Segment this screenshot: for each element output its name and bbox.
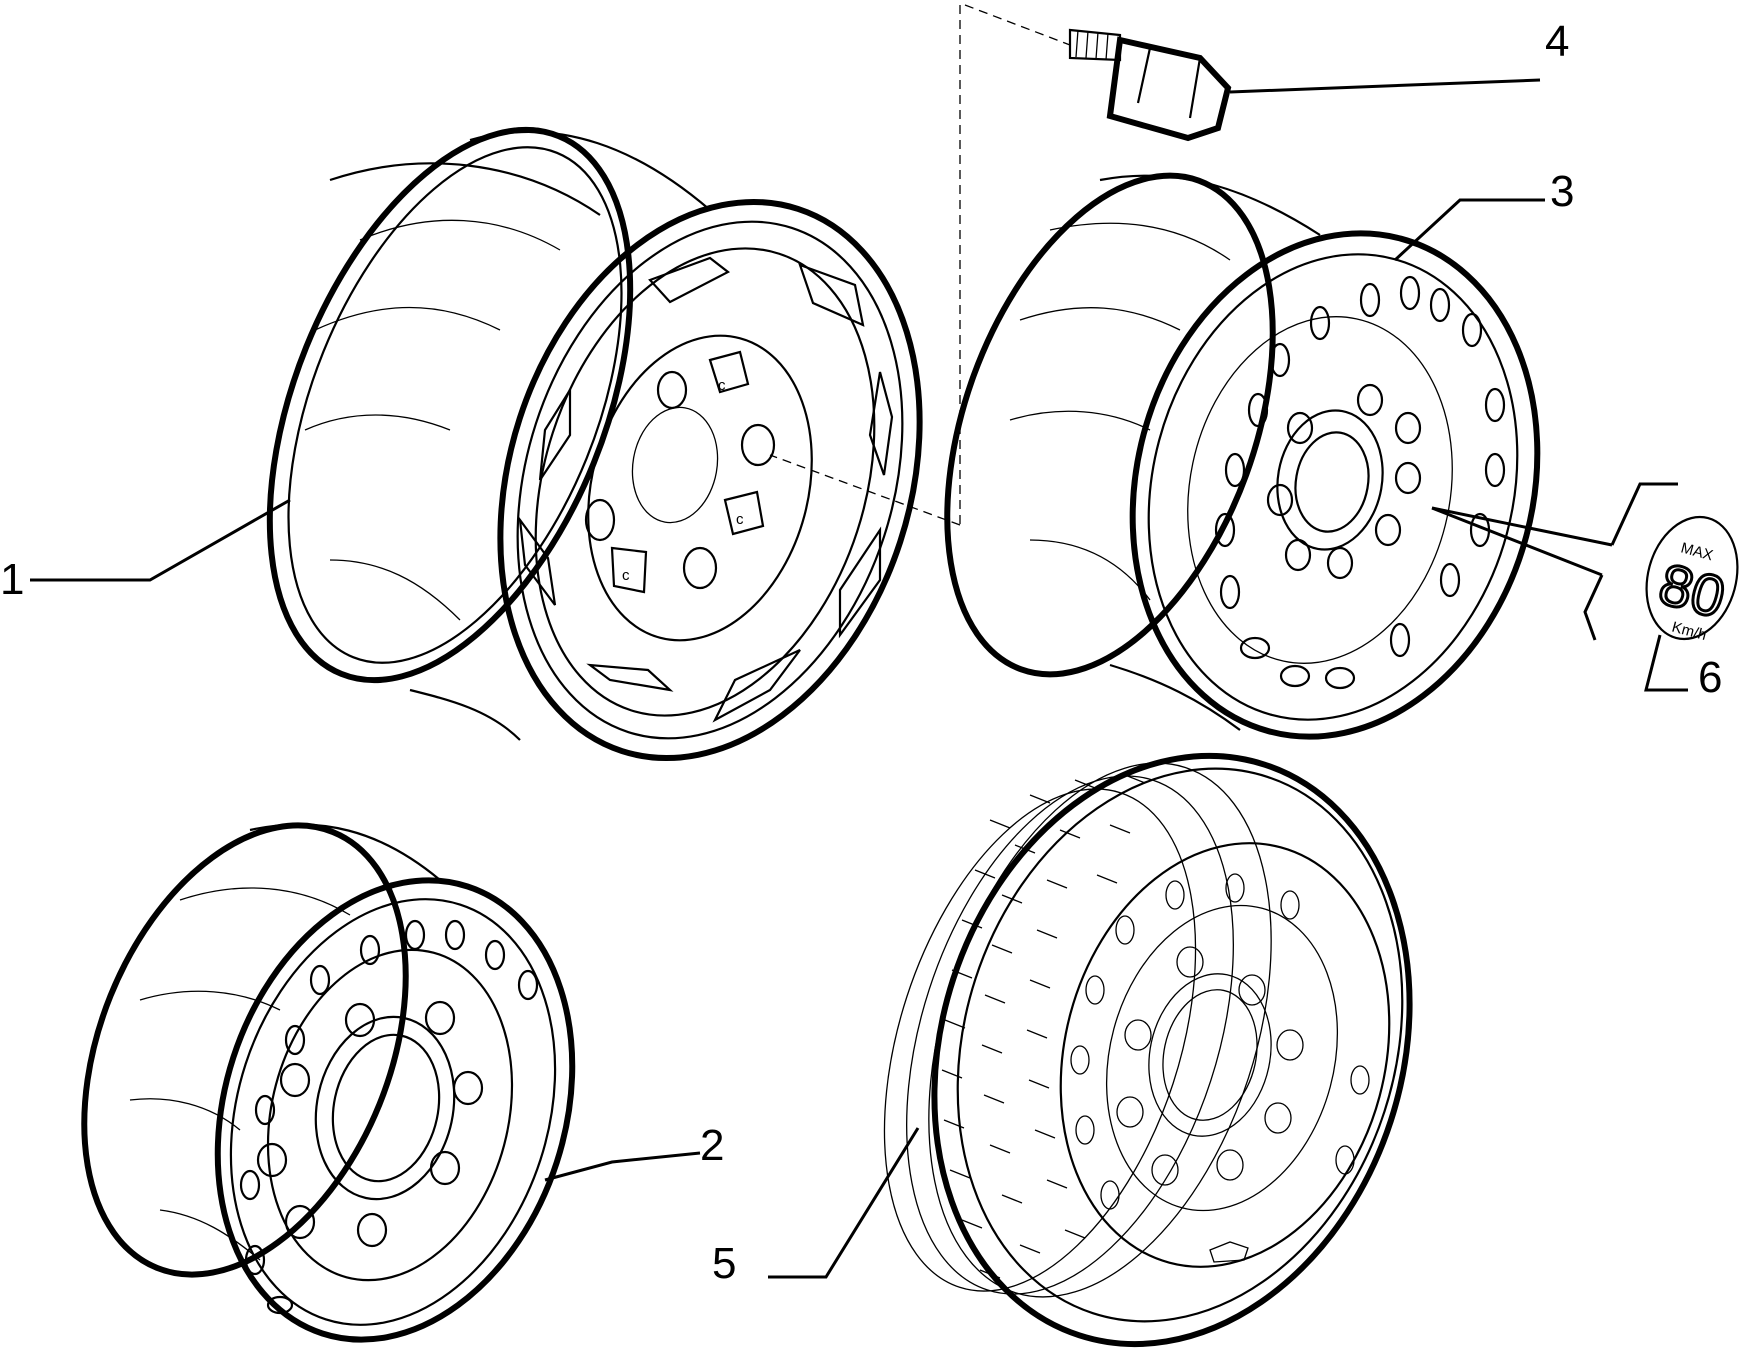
leader-6c — [1610, 482, 1678, 546]
svg-text:c: c — [622, 567, 630, 584]
leader-5 — [768, 1127, 920, 1279]
callout-3: 3 — [1550, 167, 1574, 216]
callout-4: 4 — [1545, 17, 1569, 66]
leader-4 — [1229, 78, 1541, 94]
callout-5: 5 — [712, 1239, 736, 1288]
bolt-axis-line — [964, 4, 1071, 46]
leader-2 — [544, 1151, 701, 1182]
callout-2: 2 — [700, 1121, 724, 1170]
leader-6b — [1431, 506, 1603, 577]
speed-limit-badge[interactable]: MAX 80 Km/h — [1633, 507, 1743, 650]
wheel-bolt[interactable] — [1068, 28, 1232, 142]
leader-6e — [1644, 634, 1688, 692]
leader-6a — [1431, 506, 1613, 547]
wheel-3-perforated-rim[interactable] — [885, 131, 1592, 782]
leader-1 — [30, 498, 291, 582]
leader-3 — [1393, 198, 1545, 262]
svg-text:c: c — [736, 511, 744, 528]
bolt-guide-line-2 — [769, 454, 961, 526]
svg-text:c: c — [718, 377, 726, 394]
callout-6: 6 — [1698, 653, 1722, 702]
leader-6d — [1583, 574, 1604, 641]
wheel-2-steel-rim[interactable] — [23, 778, 630, 1368]
wheel-1-styled-rim[interactable]: c c c — [198, 78, 989, 813]
wheel-5-complete-tyre[interactable] — [827, 694, 1484, 1368]
callout-1: 1 — [0, 555, 24, 604]
